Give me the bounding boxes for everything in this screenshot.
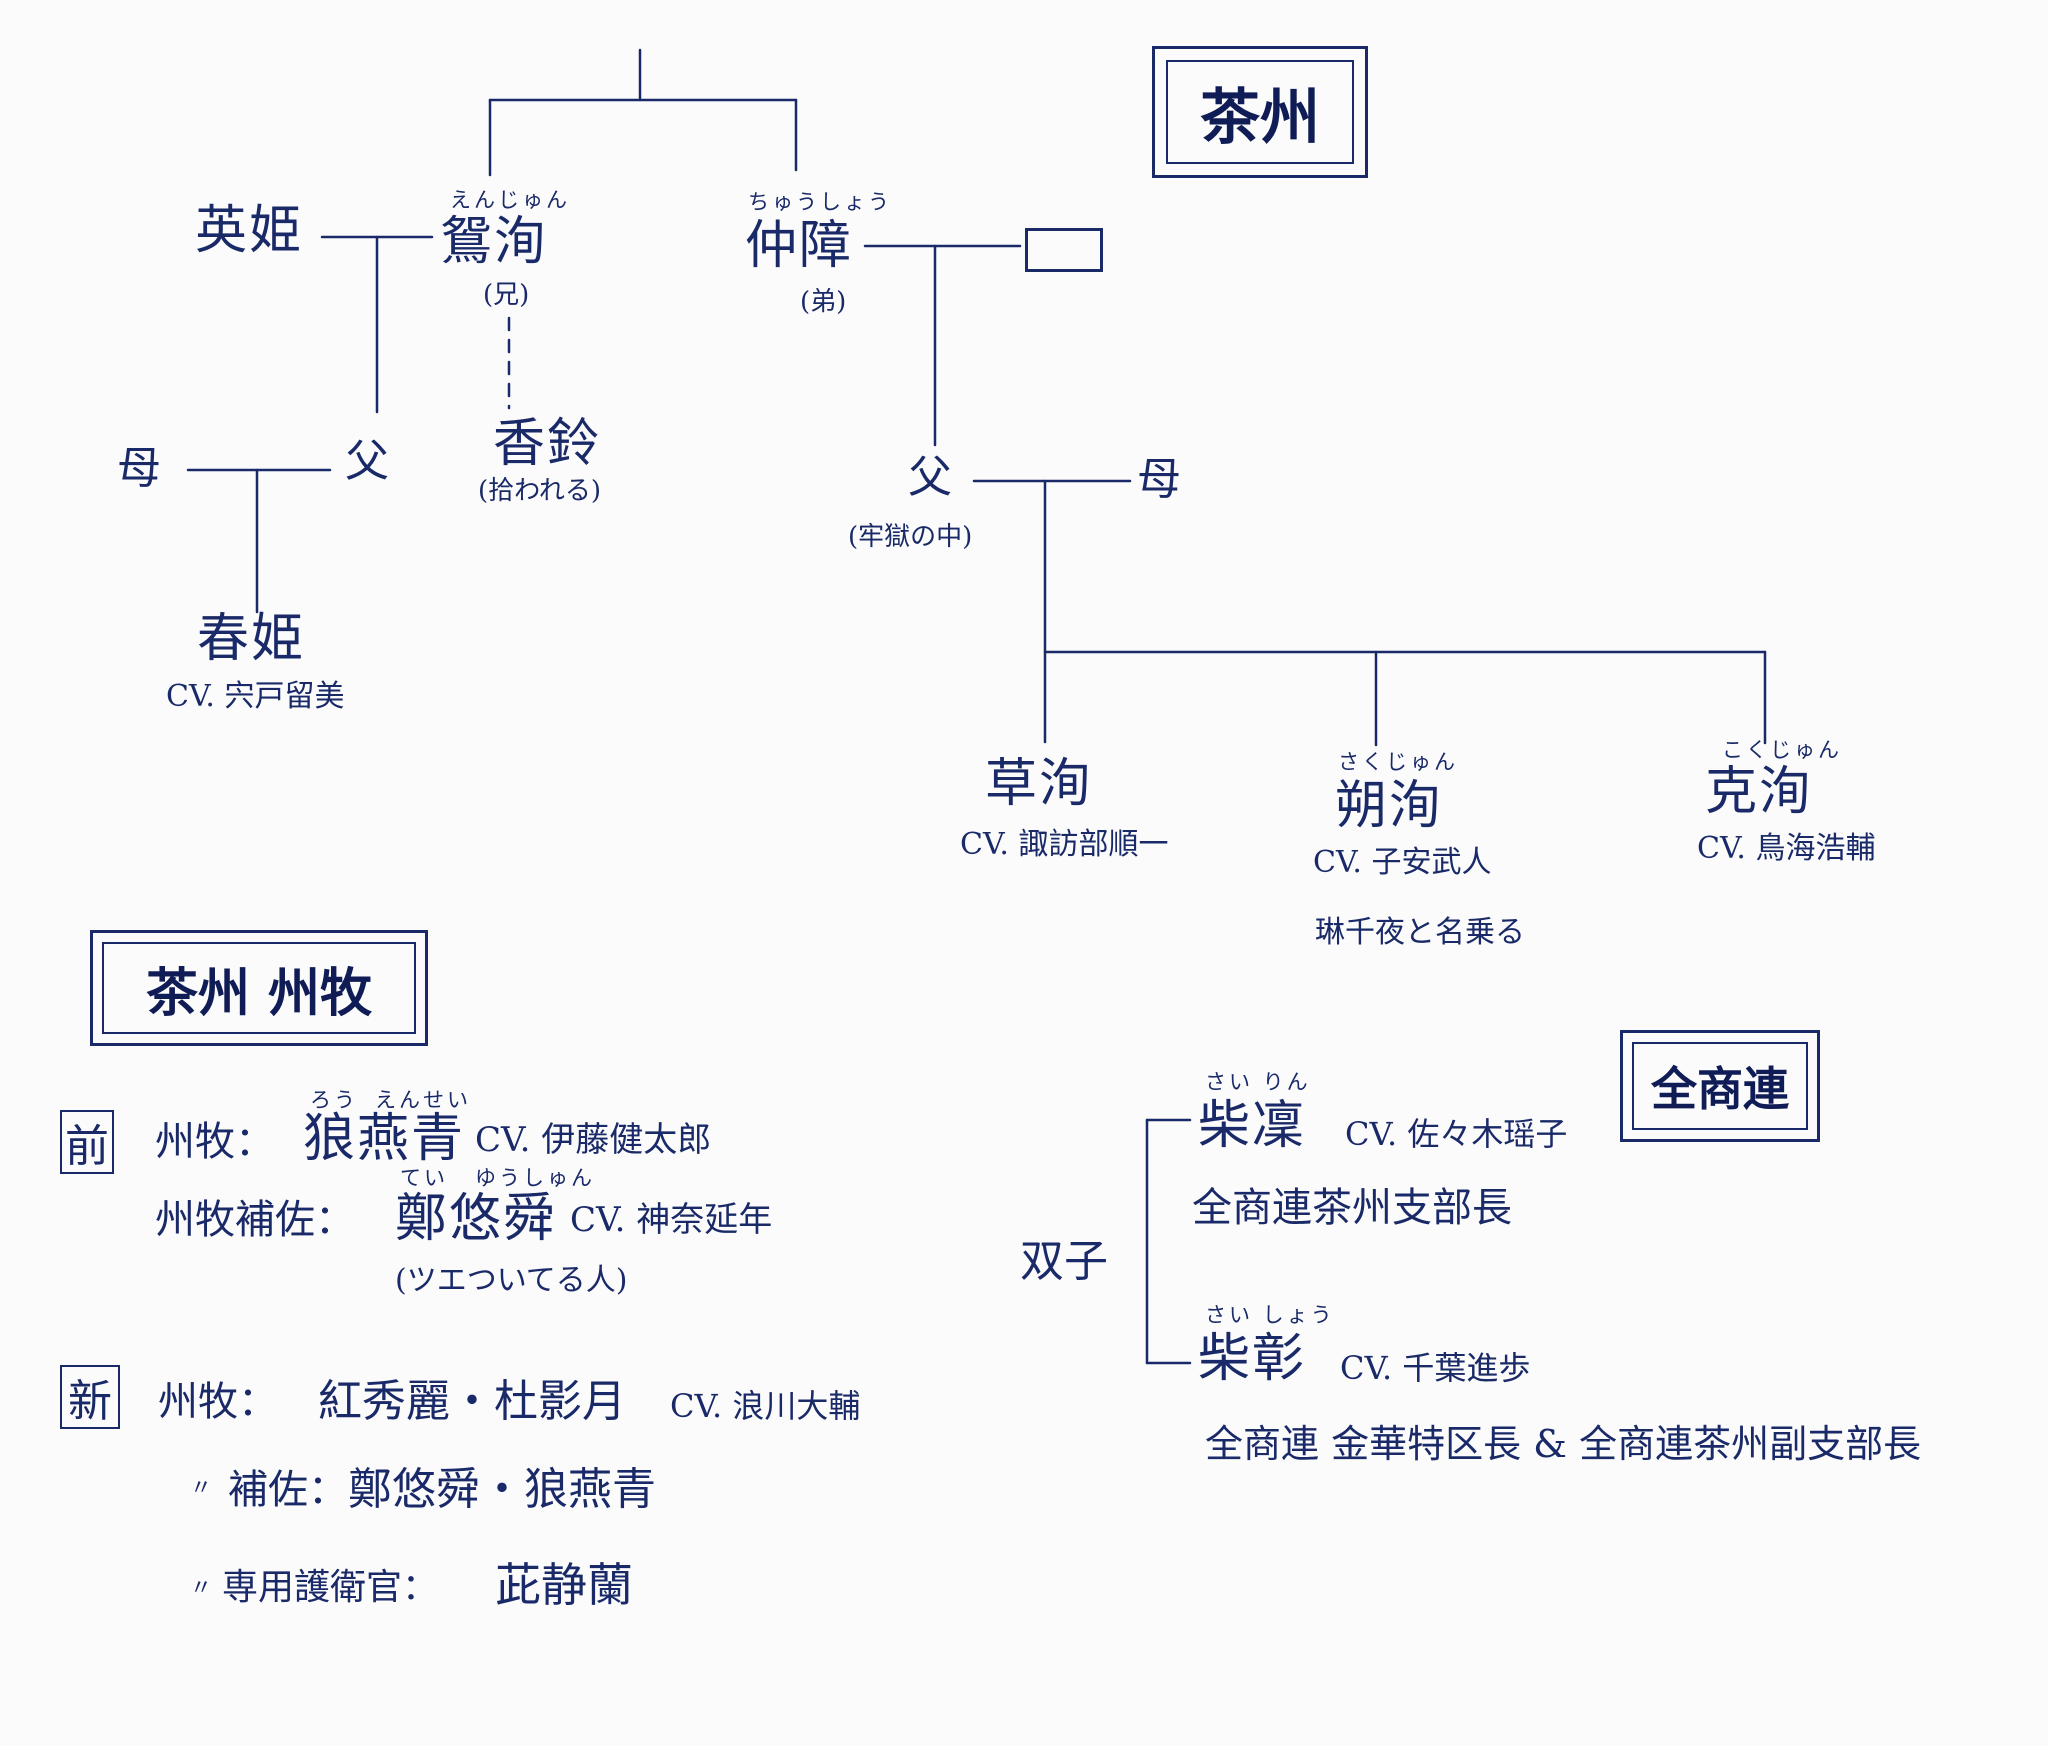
ruby-yushun: ゆうしゅん [475,1166,595,1190]
person-saishou: 柴彰 [1198,1329,1307,1389]
person-kokujun: 克洵 [1705,762,1814,822]
kokujun-cv: CV. 鳥海浩輔 [1697,831,1876,866]
twins-label: 双子 [1020,1236,1108,1287]
saishou-cv: CV. 千葉進歩 [1340,1349,1531,1387]
prev-role1: 州牧： [155,1119,275,1165]
person-enjun: 鴛洵 [440,212,549,272]
right-mother: 母 [1137,454,1181,505]
ruby-kokujun: こくじゅん [1722,738,1842,762]
new-role2: 補佐： [228,1467,348,1513]
ruby-rou: ろう [310,1088,358,1112]
person-kourin: 香鈴 [493,414,602,474]
sakujun-cv: CV. 子安武人 [1313,845,1492,880]
title-box-governors [90,930,428,1046]
new-names1: 紅秀麗・杜影月 [318,1376,626,1427]
prev-cv2: CV. 神奈延年 [570,1200,773,1240]
ruby-sakujun: さくじゅん [1338,750,1458,774]
prev-cv1: CV. 伊藤健太郎 [475,1120,712,1160]
person-chusho: 仲障 [745,216,854,276]
prev-name2: 鄭悠舜 [395,1189,558,1249]
ruby-enjun: えんじゅん [450,188,570,212]
unnamed-spouse-box [1025,228,1103,272]
mark-prev: 前 [60,1110,114,1174]
mark-new: 新 [60,1365,120,1429]
ruby-ensei: えんせい [375,1088,471,1112]
right-father: 父 [908,452,952,503]
soujun-cv: CV. 諏訪部順一 [960,827,1169,862]
prev-name1: 狼燕青 [303,1109,466,1169]
ditto-mark-1: 〃 [190,1476,213,1501]
new-role3: 専用護衛官： [222,1567,439,1608]
sairin-role: 全商連茶州支部長 [1192,1185,1512,1231]
title-box-merchants [1620,1030,1820,1142]
ruby-tei: てい [400,1166,448,1190]
ditto-mark-2: 〃 [190,1576,213,1601]
right-father-note: (牢獄の中) [848,522,973,552]
sairin-cv: CV. 佐々木瑶子 [1345,1115,1568,1153]
sakujun-note: 琳千夜と名乗る [1315,915,1525,950]
new-cv1: CV. 浪川大輔 [670,1387,861,1425]
new-names3: 茈静蘭 [495,1558,633,1612]
new-role1: 州牧： [158,1379,278,1425]
title-merchants: 全商連 [1632,1042,1808,1130]
saishou-role: 全商連 金華特区長 & 全商連茶州副支部長 [1205,1422,1922,1466]
chusho-note: (弟) [800,287,847,317]
person-eiki: 英姫 [195,201,304,261]
enjun-note: (兄) [483,280,530,310]
title-chashu: 茶州 [1166,60,1354,164]
kourin-note: (拾われる) [478,476,601,506]
ruby-saishou: さい しょう [1205,1303,1335,1327]
person-shunki: 春姫 [197,609,306,669]
new-names2: 鄭悠舜・狼燕青 [348,1464,656,1515]
left-father: 父 [345,436,389,487]
person-soujun: 草洵 [985,754,1094,814]
ruby-chusho: ちゅうしょう [748,190,892,214]
title-box-chashu [1152,46,1368,178]
person-sakujun: 朔洵 [1335,776,1444,836]
person-sairin: 柴凜 [1198,1096,1307,1156]
title-governors: 茶州 州牧 [102,942,416,1034]
ruby-sairin: さい りん [1205,1070,1311,1094]
left-mother: 母 [117,443,161,494]
prev-note2: (ツエついてる人) [395,1263,628,1298]
prev-role2: 州牧補佐： [155,1197,355,1243]
shunki-cv: CV. 宍戸留美 [166,679,345,714]
